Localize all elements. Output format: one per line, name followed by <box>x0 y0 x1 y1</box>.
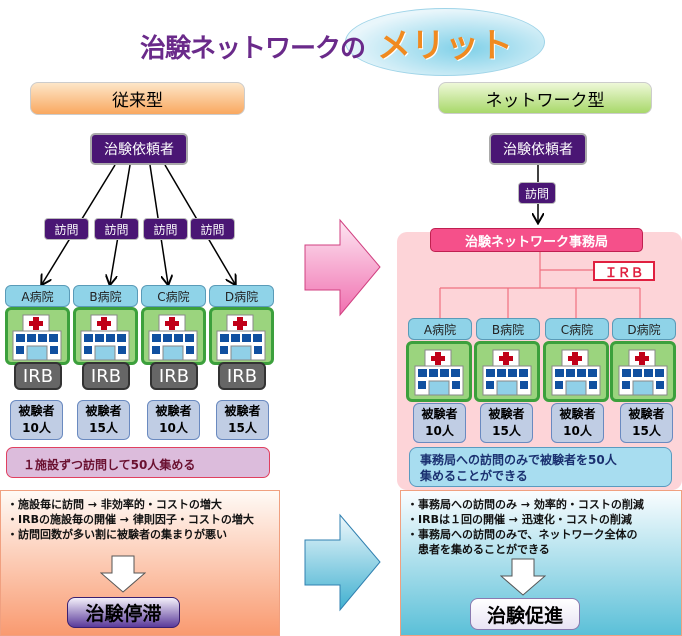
hospital-icon <box>80 314 130 361</box>
down-arrow-icon <box>500 558 546 596</box>
title-ellipse <box>345 8 545 76</box>
subjects-count: 15人 <box>492 424 521 438</box>
right-summary-line: 集めることができる <box>420 469 528 483</box>
network-office-box: 治験ネットワーク事務局 <box>430 228 643 252</box>
subjects-label: 被験者 <box>18 404 55 418</box>
hospital-icon <box>482 349 532 396</box>
subjects-box: 被験者 10人 <box>413 403 466 443</box>
transition-arrow-top <box>304 218 381 317</box>
hospital-icon <box>12 314 62 361</box>
subjects-label: 被験者 <box>488 407 525 421</box>
irb-box: IRB <box>150 362 198 390</box>
hospital-icon <box>414 349 464 396</box>
central-irb-box: ＩＲＢ <box>593 261 655 281</box>
left-bullet: ・IRBの施設毎の開催 → 律則因子・コストの増大 <box>7 513 254 526</box>
result-promotion: 治験促進 <box>470 598 580 630</box>
visit-label: 訪問 <box>143 218 188 240</box>
subjects-box: 被験者 15人 <box>620 403 673 443</box>
subjects-count: 15人 <box>632 424 661 438</box>
right-summary-line: 事務局への訪問のみで被験者を50人 <box>420 453 617 467</box>
right-summary: 事務局への訪問のみで被験者を50人 集めることができる <box>409 447 672 487</box>
hospital-icon <box>551 349 601 396</box>
right-bullet: ・事務局への訪問のみ → 効率的・コストの削減 <box>407 498 644 511</box>
subjects-count: 10人 <box>425 424 454 438</box>
result-stagnation: 治験停滞 <box>67 597 180 628</box>
transition-arrow-bottom <box>304 513 381 612</box>
visit-label: 訪問 <box>518 182 556 204</box>
right-bullet: ・事務局への訪問のみで、ネットワーク全体の <box>407 528 638 541</box>
hospital-label: D病院 <box>209 285 274 307</box>
subjects-count: 15人 <box>228 421 257 435</box>
irb-box: IRB <box>82 362 130 390</box>
subjects-box: 被験者 15人 <box>216 400 269 440</box>
hospital-icon <box>618 349 668 396</box>
hospital-label: A病院 <box>5 285 70 307</box>
subjects-label: 被験者 <box>155 404 192 418</box>
subjects-count: 15人 <box>89 421 118 435</box>
subjects-label: 被験者 <box>421 407 458 421</box>
subjects-box: 被験者 10人 <box>147 400 200 440</box>
visit-label: 訪問 <box>190 218 235 240</box>
subjects-label: 被験者 <box>559 407 596 421</box>
title-highlight: メリット <box>377 25 513 66</box>
subjects-label: 被験者 <box>224 404 261 418</box>
header-network: ネットワーク型 <box>438 82 652 114</box>
left-summary: １施設ずつ訪問して50人集める <box>6 447 270 478</box>
irb-box: IRB <box>218 362 266 390</box>
hospital-icon <box>148 314 198 361</box>
left-bullet: ・訪問回数が多い割に被験者の集まりが悪い <box>7 528 227 541</box>
subjects-box: 被験者 15人 <box>77 400 130 440</box>
hospital-icon <box>216 314 266 361</box>
left-bullet: ・施設毎に訪問 → 非効率的・コストの増大 <box>7 498 222 511</box>
right-sponsor-box: 治験依頼者 <box>489 133 587 165</box>
visit-label: 訪問 <box>44 218 89 240</box>
subjects-label: 被験者 <box>85 404 122 418</box>
subjects-box: 被験者 15人 <box>480 403 533 443</box>
right-bullet: ・IRBは１回の開催 → 迅速化・コストの削減 <box>407 513 632 526</box>
irb-box: IRB <box>14 362 62 390</box>
hospital-label: C病院 <box>141 285 206 307</box>
hospital-label: C病院 <box>545 318 609 340</box>
subjects-box: 被験者 10人 <box>10 400 63 440</box>
subjects-count: 10人 <box>22 421 51 435</box>
hospital-label: B病院 <box>476 318 540 340</box>
hospital-label: D病院 <box>612 318 676 340</box>
down-arrow-icon <box>100 555 146 593</box>
visit-label: 訪問 <box>94 218 139 240</box>
header-conventional: 従来型 <box>30 82 245 115</box>
subjects-box: 被験者 10人 <box>551 403 604 443</box>
subjects-count: 10人 <box>563 424 592 438</box>
page-title: 治験ネットワークの <box>140 34 366 64</box>
hospital-label: A病院 <box>408 318 472 340</box>
right-bullet: 患者を集めることができる <box>407 543 550 556</box>
hospital-label: B病院 <box>73 285 138 307</box>
subjects-count: 10人 <box>159 421 188 435</box>
subjects-label: 被験者 <box>628 407 665 421</box>
left-sponsor-box: 治験依頼者 <box>90 133 188 165</box>
